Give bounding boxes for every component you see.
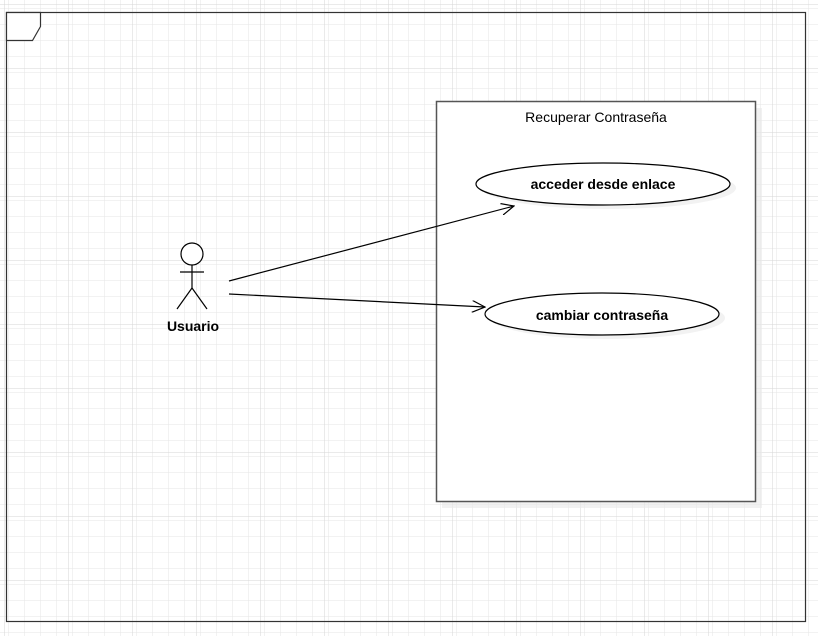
actor-right-leg — [191, 287, 208, 310]
use-case-label: acceder desde enlace — [531, 176, 676, 192]
system-boundary-title: Recuperar Contraseña — [525, 109, 667, 125]
diagram-frame[interactable] — [5, 11, 807, 623]
association-arrow-cambiar[interactable] — [228, 293, 485, 307]
use-case-cambiar-contrasena[interactable] — [484, 292, 720, 336]
actor-usuario[interactable] — [176, 242, 208, 310]
use-case-acceder-desde-enlace[interactable] — [475, 162, 731, 206]
frame-corner-tab — [5, 11, 42, 42]
actor-name: Usuario — [167, 318, 219, 334]
actor-left-leg — [176, 287, 193, 310]
association-arrow-acceder[interactable] — [228, 206, 514, 282]
use-case-label: cambiar contraseña — [536, 307, 668, 323]
actor-head — [180, 242, 204, 266]
